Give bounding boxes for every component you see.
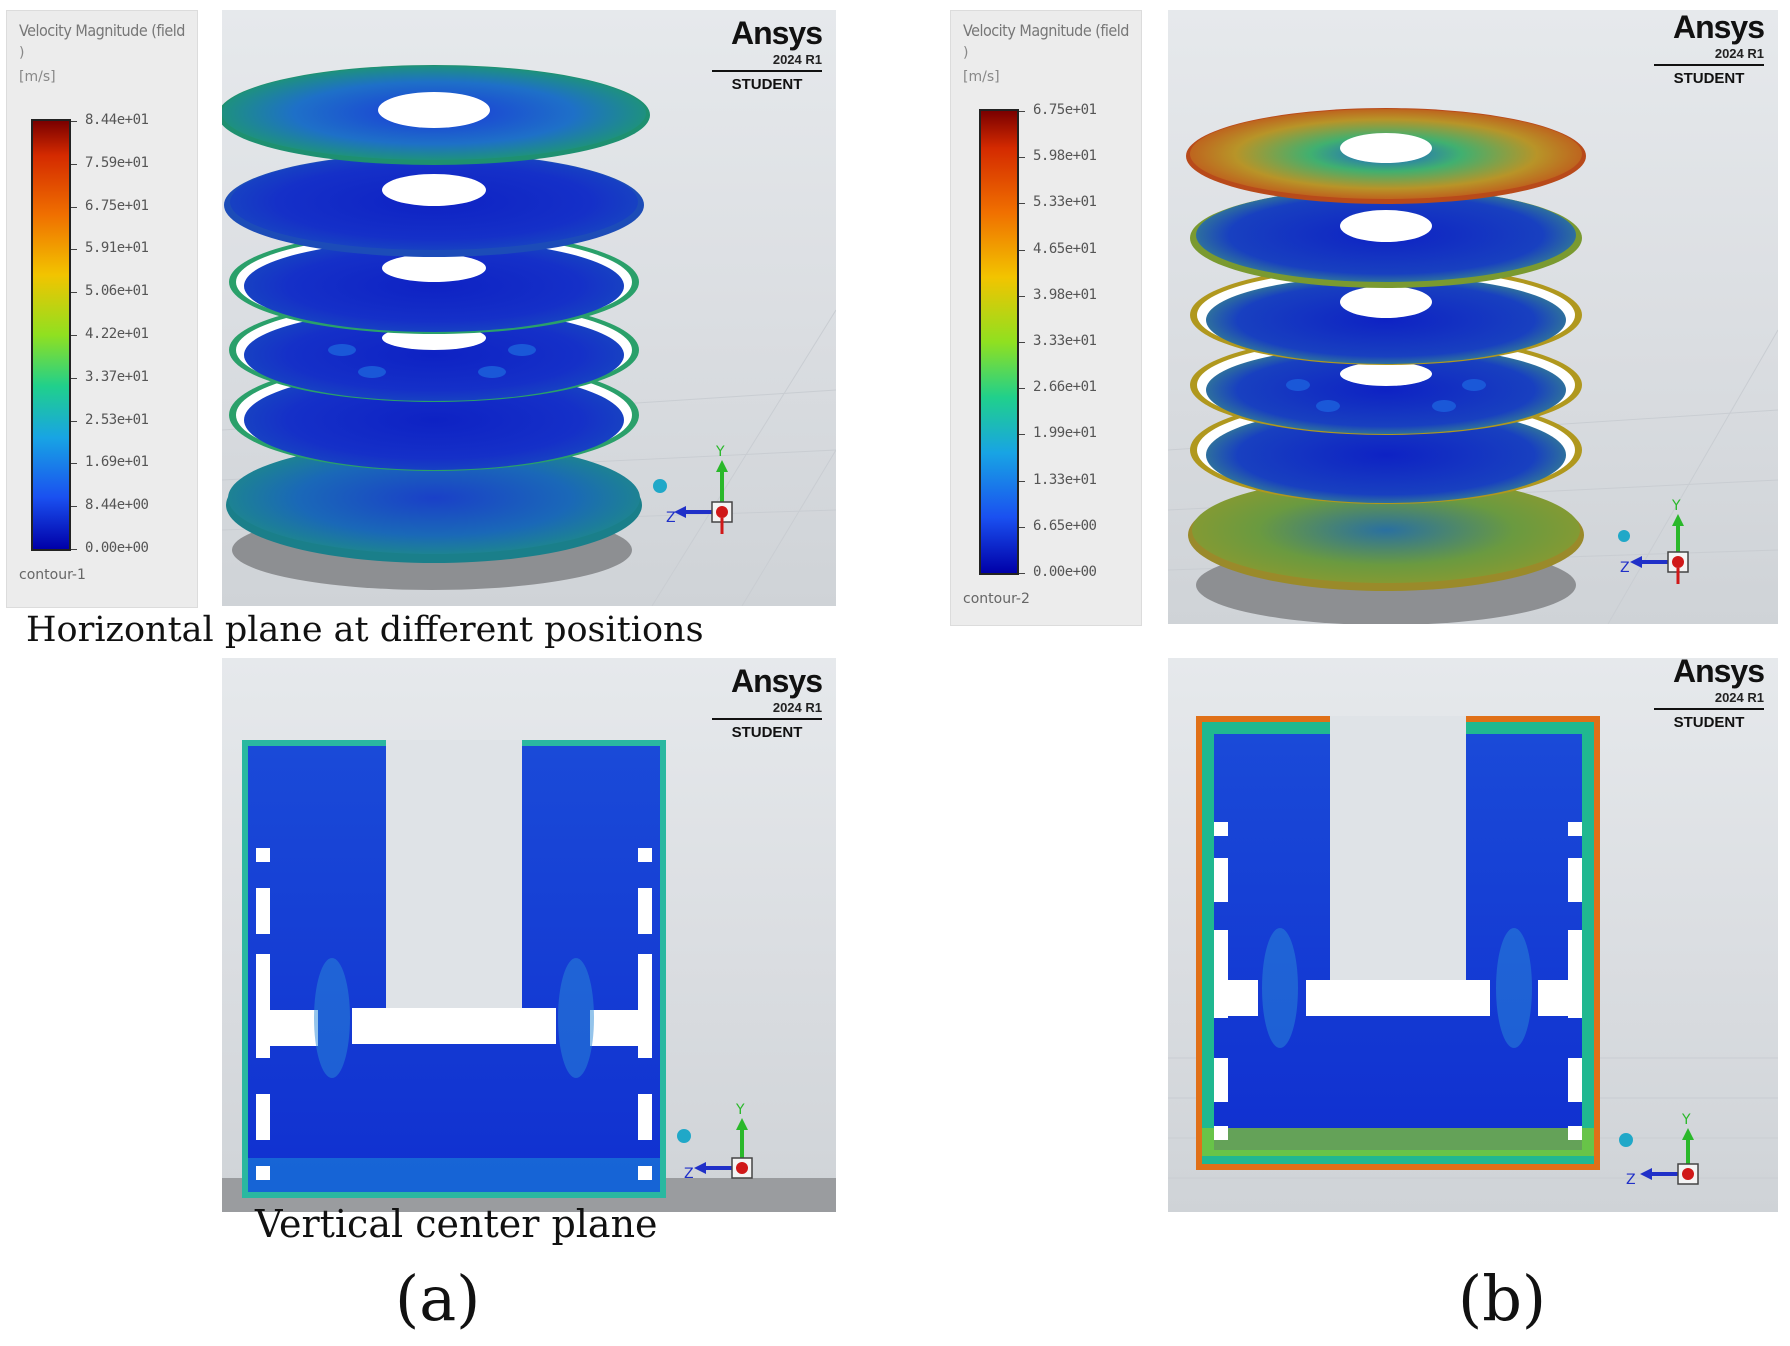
legend-tick-label: 4.22e+01 xyxy=(85,326,149,342)
contour-name: contour-1 xyxy=(19,567,86,583)
legend-tick-mark xyxy=(1019,388,1025,390)
legend-tick-mark xyxy=(1019,295,1025,297)
legend-tick-label: 8.44e+01 xyxy=(85,112,149,128)
legend-tick-label: 6.75e+01 xyxy=(1033,102,1097,118)
legend-tick-label: 6.75e+01 xyxy=(85,197,149,214)
caption-vertical: Vertical center plane xyxy=(255,1202,658,1246)
legend-tick-label: 2.53e+01 xyxy=(85,411,149,428)
legend-tick-label: 5.06e+01 xyxy=(85,283,149,300)
ansys-version: 2024 R1 xyxy=(772,52,822,67)
axis-triad-icon[interactable]: Z Y xyxy=(1608,480,1718,600)
legend-tick-label: 1.99e+01 xyxy=(1033,425,1097,442)
legend-tick-label: 5.33e+01 xyxy=(1033,194,1097,211)
colorbar xyxy=(979,109,1019,575)
ansys-edition: STUDENT xyxy=(712,70,822,93)
legend-tick-mark xyxy=(1019,249,1025,251)
legend-tick-label: 3.33e+01 xyxy=(1033,333,1097,349)
ansys-watermark: Ansys 2024 R1 STUDENT xyxy=(1644,10,1765,87)
viewport-b-horizontal: Ansys 2024 R1 STUDENT Z Y xyxy=(1168,10,1778,624)
legend-tick-label: 7.59e+01 xyxy=(85,154,149,171)
legend-tick-mark xyxy=(1019,573,1025,574)
legend-title: Velocity Magnitude (field xyxy=(19,21,185,40)
legend-tick-label: 5.91e+01 xyxy=(85,240,149,257)
legend-tick-label: 1.69e+01 xyxy=(85,454,149,471)
legend-paren: ) xyxy=(963,45,969,61)
colorbar xyxy=(31,119,71,551)
legend-tick-label: 3.37e+01 xyxy=(85,368,149,385)
legend-tick-mark xyxy=(71,506,77,508)
axis-z-label: Z xyxy=(666,510,676,526)
legend-tick-mark xyxy=(71,335,77,336)
legend-tick-mark xyxy=(1019,342,1025,343)
ansys-version: 2024 R1 xyxy=(1714,46,1764,61)
ansys-watermark: Ansys 2024 R1 STUDENT xyxy=(1644,658,1765,731)
legend-tick-label: 1.33e+01 xyxy=(1033,471,1097,488)
legend-tick-label: 0.00e+00 xyxy=(1033,564,1097,580)
ansys-edition: STUDENT xyxy=(712,718,822,741)
ansys-edition: STUDENT xyxy=(1654,64,1764,87)
viewport-b-vertical: Ansys 2024 R1 STUDENT Z Y xyxy=(1168,658,1778,1212)
legend-tick-label: 5.98e+01 xyxy=(1033,148,1097,165)
viewport-a-vertical: Ansys 2024 R1 STUDENT Z Y xyxy=(222,658,836,1212)
caption-horizontal: Horizontal plane at different positions xyxy=(26,610,704,650)
legend-tick-label: 6.65e+00 xyxy=(1033,517,1097,534)
ansys-logo: Ansys xyxy=(1672,658,1765,689)
legend-tick-mark xyxy=(1019,526,1025,528)
legend-tick-label: 4.65e+01 xyxy=(1033,240,1097,257)
legend-tick-mark xyxy=(1019,111,1025,112)
ansys-logo: Ansys xyxy=(730,15,823,51)
ansys-version: 2024 R1 xyxy=(772,700,822,715)
legend-tick-label: 0.00e+00 xyxy=(85,540,149,556)
legend-tick-mark xyxy=(1019,203,1025,205)
ansys-version: 2024 R1 xyxy=(1714,690,1764,705)
legend-tick-mark xyxy=(1019,157,1025,159)
legend-unit: [m/s] xyxy=(19,69,56,85)
contour-name: contour-2 xyxy=(963,591,1030,607)
axis-z-label: Z xyxy=(684,1166,694,1182)
vertical-plane-render xyxy=(222,740,836,1212)
ansys-logo: Ansys xyxy=(730,663,823,699)
legend-tick-mark xyxy=(71,121,77,122)
legend-tick-mark xyxy=(1019,480,1025,482)
legend-tick-mark xyxy=(71,163,77,165)
vertical-plane-render xyxy=(1168,716,1778,1179)
legend-unit: [m/s] xyxy=(963,69,1000,85)
ansys-edition: STUDENT xyxy=(1654,708,1764,731)
legend-tick-mark xyxy=(71,420,77,422)
axis-y-label: Y xyxy=(735,1102,745,1118)
legend-b: Velocity Magnitude (field ) [m/s] 6.75e+… xyxy=(950,10,1142,626)
legend-tick-mark xyxy=(71,377,77,379)
axis-y-label: Y xyxy=(715,444,725,460)
legend-tick-label: 2.66e+01 xyxy=(1033,379,1097,396)
axis-triad-icon[interactable]: Z Y xyxy=(672,1078,782,1198)
legend-tick-mark xyxy=(1019,434,1025,436)
axis-y-label: Y xyxy=(1671,498,1681,514)
legend-tick-mark xyxy=(71,206,77,208)
viewport-a-horizontal: Ansys 2024 R1 STUDENT Z Y xyxy=(222,10,836,606)
axis-z-label: Z xyxy=(1626,1172,1636,1188)
axis-y-label: Y xyxy=(1681,1112,1691,1128)
legend-paren: ) xyxy=(19,45,25,61)
horizontal-planes-render xyxy=(222,65,836,606)
axis-triad-icon[interactable]: Z Y xyxy=(1618,1078,1728,1198)
legend-tick-mark xyxy=(71,463,77,465)
legend-tick-mark xyxy=(71,549,77,550)
legend-tick-label: 3.98e+01 xyxy=(1033,286,1097,303)
ansys-watermark: Ansys 2024 R1 STUDENT xyxy=(702,15,823,93)
label-a: (a) xyxy=(395,1262,481,1335)
legend-a: Velocity Magnitude (field ) [m/s] 8.44e+… xyxy=(6,10,198,608)
ansys-logo: Ansys xyxy=(1672,10,1765,45)
ansys-watermark: Ansys 2024 R1 STUDENT xyxy=(702,663,823,741)
legend-tick-mark xyxy=(71,292,77,294)
axis-triad-icon[interactable]: Z Y xyxy=(652,430,762,550)
legend-tick-mark xyxy=(71,249,77,251)
horizontal-planes-render xyxy=(1168,108,1778,624)
label-b: (b) xyxy=(1458,1262,1547,1335)
axis-z-label: Z xyxy=(1620,560,1630,576)
legend-title: Velocity Magnitude (field xyxy=(963,21,1129,40)
legend-tick-label: 8.44e+00 xyxy=(85,497,149,514)
